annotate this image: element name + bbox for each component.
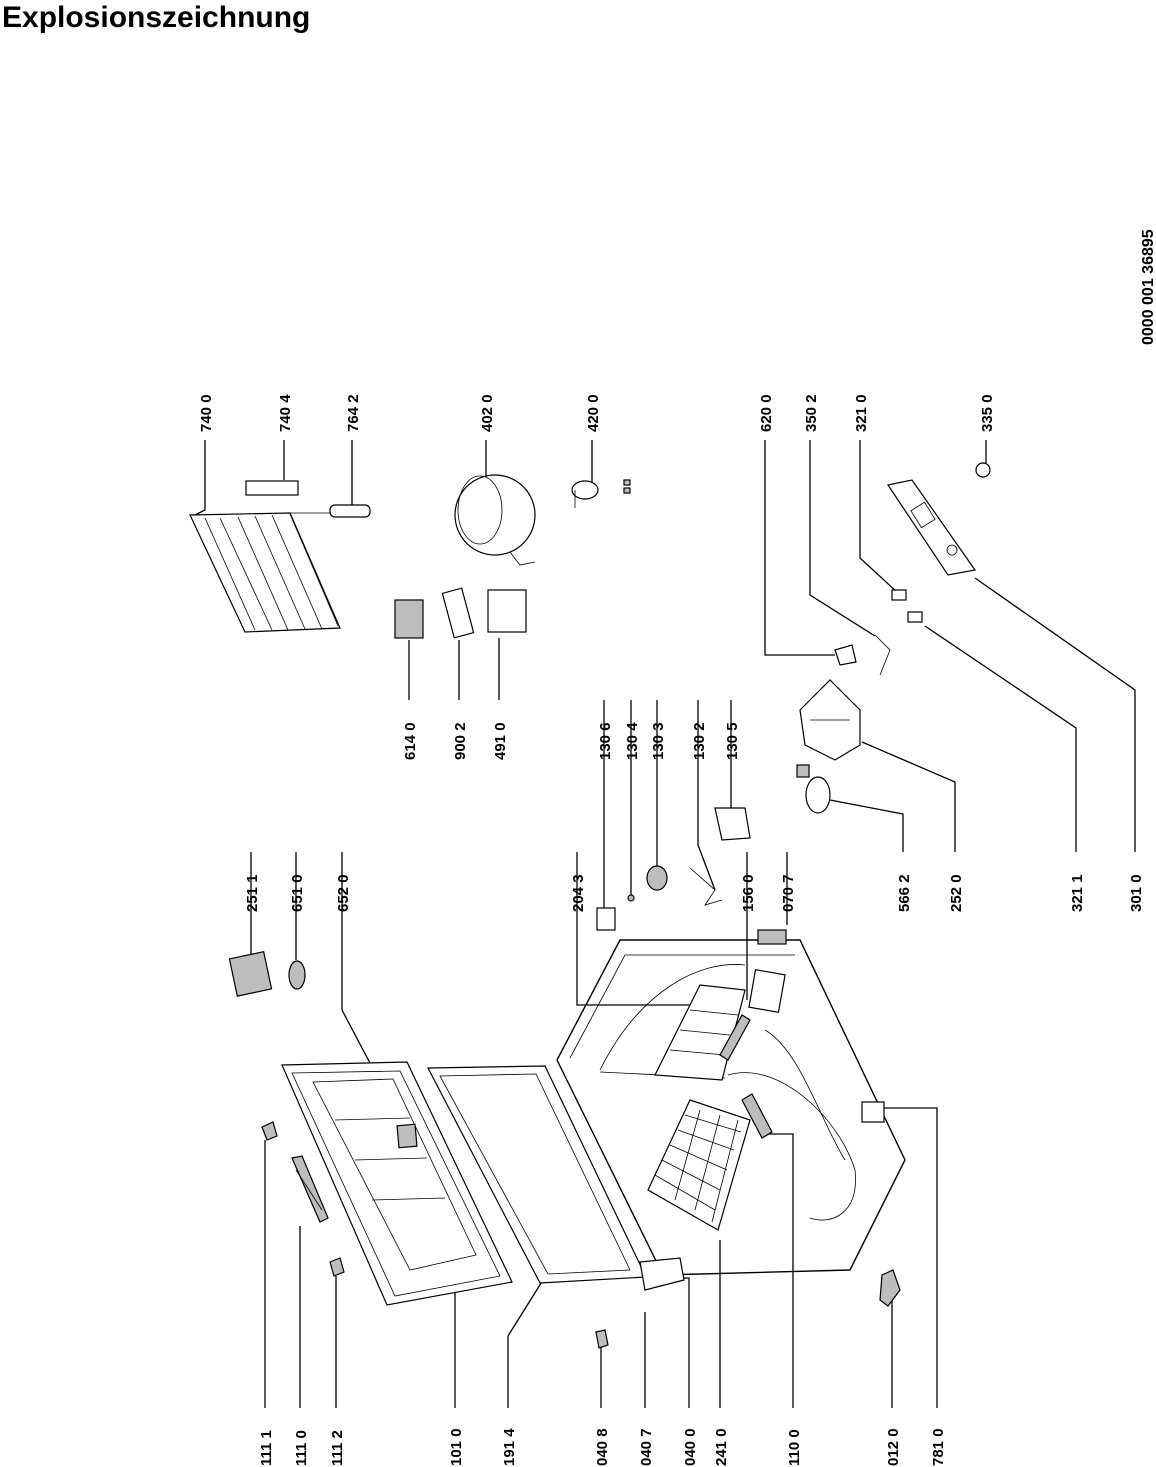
leader-lines-top-right bbox=[194, 440, 987, 656]
part-label-1305: 130 5 bbox=[724, 722, 741, 760]
part-label-5662: 566 2 bbox=[896, 874, 913, 912]
label-group-top-right: 740 0 740 4 764 2 402 0 420 0 620 0 350 … bbox=[198, 394, 996, 432]
part-label-7810: 781 0 bbox=[930, 1428, 947, 1466]
part-label-1560: 156 0 bbox=[740, 874, 757, 912]
thermostat-housing-part bbox=[796, 679, 861, 814]
part-label-6140: 614 0 bbox=[402, 722, 419, 760]
label-group-left: 111 1 111 0 111 2 101 0 191 4 040 8 040 … bbox=[258, 1428, 947, 1466]
part-label-4910: 491 0 bbox=[492, 722, 509, 760]
label-group-top-middle: 251 1 651 0 652 0 204 3 156 0 070 7 130 … bbox=[244, 722, 797, 912]
part-label-6520: 652 0 bbox=[335, 874, 352, 912]
condenser-coil-part bbox=[189, 512, 341, 633]
part-label-1306: 130 6 bbox=[597, 722, 614, 760]
part-label-2410: 241 0 bbox=[713, 1428, 730, 1466]
part-label-1010: 101 0 bbox=[448, 1428, 465, 1466]
part-label-3210: 321 0 bbox=[853, 394, 870, 432]
part-label-2520: 252 0 bbox=[948, 874, 965, 912]
leader-lines-top-middle bbox=[250, 700, 788, 1121]
part-label-3502: 350 2 bbox=[803, 394, 820, 432]
part-label-2043: 204 3 bbox=[570, 874, 587, 912]
part-label-0407: 040 7 bbox=[638, 1428, 655, 1466]
part-label-3211: 321 1 bbox=[1069, 874, 1086, 912]
part-label-1112: 111 2 bbox=[329, 1430, 346, 1466]
part-label-4020: 402 0 bbox=[479, 394, 496, 432]
part-label-7404: 740 4 bbox=[277, 394, 294, 432]
part-label-0120: 012 0 bbox=[885, 1428, 902, 1466]
part-label-1914: 191 4 bbox=[501, 1428, 518, 1466]
part-label-3350: 335 0 bbox=[979, 394, 996, 432]
part-label-1110: 111 0 bbox=[293, 1430, 310, 1466]
part-label-0400: 040 0 bbox=[682, 1428, 699, 1466]
hinge-parts bbox=[261, 1121, 345, 1277]
part-label-0408: 040 8 bbox=[594, 1428, 611, 1466]
part-label-1303: 130 3 bbox=[650, 722, 667, 760]
part-label-1304: 130 4 bbox=[624, 722, 641, 760]
part-label-7642: 764 2 bbox=[345, 394, 362, 432]
part-label-9002: 900 2 bbox=[452, 722, 469, 760]
small-body-parts bbox=[228, 950, 901, 1349]
leader-lines-right bbox=[408, 577, 1136, 852]
part-label-2511: 251 1 bbox=[244, 874, 261, 912]
part-label-6510: 651 0 bbox=[289, 874, 306, 912]
part-label-1111: 111 1 bbox=[258, 1430, 275, 1466]
compressor-part bbox=[245, 474, 631, 566]
basket-part bbox=[647, 1099, 751, 1231]
part-label-7400: 740 0 bbox=[198, 394, 215, 432]
control-panel-part bbox=[834, 462, 991, 676]
part-label-1100: 110 0 bbox=[786, 1429, 803, 1466]
label-group-right: 614 0 900 2 491 0 566 2 252 0 321 1 301 … bbox=[402, 722, 1145, 912]
small-upper-parts bbox=[596, 807, 751, 931]
page-title: Explosionszeichnung bbox=[2, 1, 311, 34]
part-label-6200: 620 0 bbox=[758, 394, 775, 432]
part-label-1302: 130 2 bbox=[691, 722, 708, 760]
part-label-3010: 301 0 bbox=[1128, 874, 1145, 912]
part-label-4200: 420 0 bbox=[585, 394, 602, 432]
lid-part bbox=[281, 1061, 513, 1306]
document-number: 0000 001 36895 bbox=[1140, 229, 1156, 345]
part-label-0707: 070 7 bbox=[780, 874, 797, 912]
relay-parts bbox=[394, 587, 527, 639]
